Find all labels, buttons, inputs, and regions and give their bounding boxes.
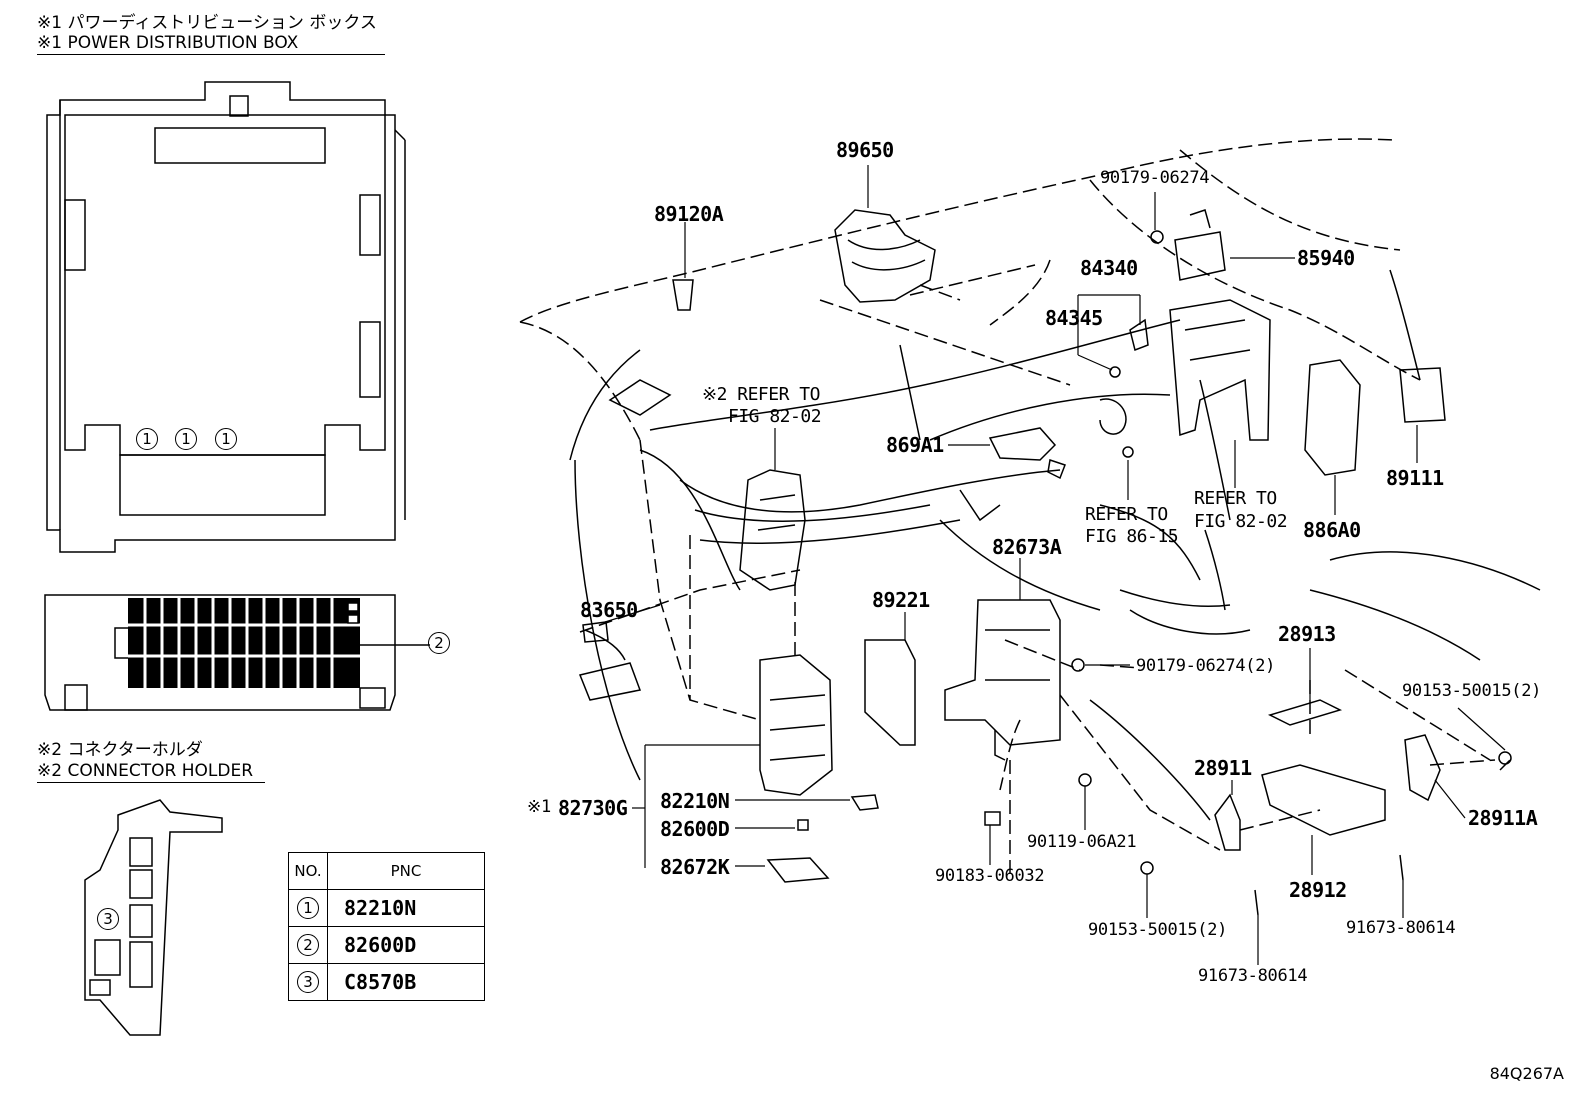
figure-id: 84Q267A: [1489, 1064, 1564, 1083]
part-82673a[interactable]: 82673A: [992, 535, 1062, 559]
refer-fig-82-02-left-line2[interactable]: FIG 82-02: [728, 406, 822, 427]
part-869a1[interactable]: 869A1: [886, 433, 944, 457]
callout-2: 2: [428, 632, 450, 654]
callout-1: 1: [215, 428, 237, 450]
refer-fig-86-15-line1[interactable]: REFER TO: [1085, 504, 1168, 525]
note1-english: ※1 POWER DISTRIBUTION BOX: [37, 33, 299, 53]
part-82672k[interactable]: 82672K: [660, 855, 730, 879]
part-90153-50015-2-right[interactable]: 90153-50015(2): [1402, 681, 1542, 701]
part-90179-06274-2[interactable]: 90179-06274(2): [1136, 656, 1276, 676]
note2-japanese: ※2 コネクターホルダ: [37, 740, 203, 760]
note1-japanese: ※1 パワーディストリビューション ボックス: [37, 13, 377, 33]
part-90119-06a21[interactable]: 90119-06A21: [1027, 832, 1137, 852]
part-82210n[interactable]: 82210N: [660, 789, 730, 813]
row-pnc: 82210N: [327, 889, 485, 927]
part-28911[interactable]: 28911: [1194, 756, 1252, 780]
note1-underline: [37, 54, 385, 55]
part-886a0[interactable]: 886A0: [1303, 518, 1361, 542]
note2-underline: [37, 782, 265, 783]
callout-1: 1: [136, 428, 158, 450]
part-89650[interactable]: 89650: [836, 138, 894, 162]
connector-holder-drawing: [84, 799, 223, 1036]
part-28912[interactable]: 28912: [1289, 878, 1347, 902]
part-91673-80614-bottom[interactable]: 91673-80614: [1198, 966, 1308, 986]
row-number: 2: [297, 934, 319, 956]
refer-fig-82-02-right-line2[interactable]: FIG 82-02: [1194, 511, 1288, 532]
part-83650[interactable]: 83650: [580, 598, 638, 622]
refer-fig-82-02-left-line1[interactable]: ※2 REFER TO: [702, 384, 820, 405]
pnc-table-row: 1 82210N: [288, 889, 485, 927]
row-pnc: 82600D: [327, 926, 485, 964]
pnc-table-header: NO. PNC: [288, 852, 485, 890]
part-82730g-mark: ※1: [527, 797, 551, 817]
pnc-table-row: 2 82600D: [288, 926, 485, 964]
refer-fig-82-02-right-line1[interactable]: REFER TO: [1194, 488, 1277, 509]
part-drawings: [578, 209, 1512, 916]
callout-1: 1: [175, 428, 197, 450]
part-90183-06032[interactable]: 90183-06032: [935, 866, 1045, 886]
part-28913[interactable]: 28913: [1278, 622, 1336, 646]
part-84340[interactable]: 84340: [1080, 256, 1138, 280]
part-91673-80614-right[interactable]: 91673-80614: [1346, 918, 1456, 938]
header-no: NO.: [288, 852, 328, 890]
row-number: 3: [297, 971, 319, 993]
pnc-table-row: 3 C8570B: [288, 963, 485, 1001]
callout-3: 3: [97, 908, 119, 930]
part-82600d[interactable]: 82600D: [660, 817, 730, 841]
part-28911a[interactable]: 28911A: [1468, 806, 1538, 830]
row-pnc: C8570B: [327, 963, 485, 1001]
part-89221[interactable]: 89221: [872, 588, 930, 612]
part-90179-06274[interactable]: 90179-06274: [1100, 168, 1210, 188]
dashboard-solid-lines: [569, 269, 1541, 821]
part-85940[interactable]: 85940: [1297, 246, 1355, 270]
pnc-table: NO. PNC 1 82210N 2 82600D 3 C8570B: [288, 852, 485, 1001]
power-distribution-box-top-view: [46, 81, 406, 553]
part-90153-50015-2-left[interactable]: 90153-50015(2): [1088, 920, 1228, 940]
row-number: 1: [297, 897, 319, 919]
leader-lines: [604, 165, 1506, 965]
refer-fig-86-15-line2[interactable]: FIG 86-15: [1085, 526, 1179, 547]
part-89111[interactable]: 89111: [1386, 466, 1444, 490]
power-distribution-box-front-view: [44, 594, 430, 711]
part-89120a[interactable]: 89120A: [654, 202, 724, 226]
header-pnc: PNC: [327, 852, 485, 890]
dashboard-outline: [519, 138, 1511, 880]
note2-english: ※2 CONNECTOR HOLDER: [37, 761, 254, 781]
part-84345[interactable]: 84345: [1045, 306, 1103, 330]
part-82730g[interactable]: 82730G: [558, 796, 628, 820]
